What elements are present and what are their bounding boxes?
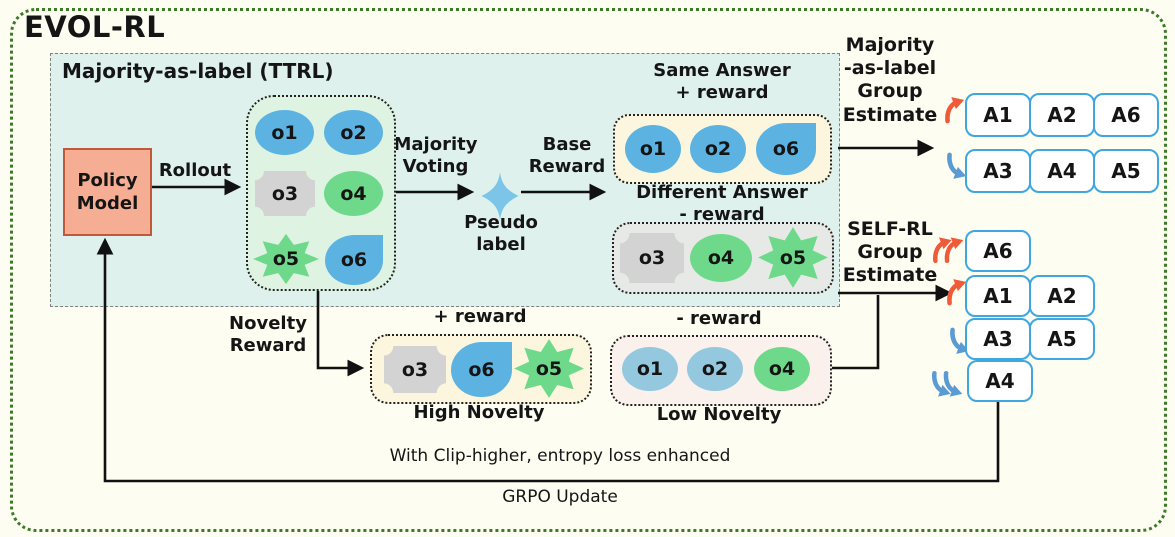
high-o5: o5 [513,338,585,399]
rollout-o5: o5 [252,233,320,285]
up-trend-icon [942,96,966,124]
high-o3-label: o3 [401,358,429,381]
double-up-trend-icon [930,236,966,264]
same-answer-group: o1 o2 o6 [613,114,832,184]
answer-box: A4 [967,360,1033,402]
same-o6-label: o6 [772,138,800,160]
same-o1: o1 [625,125,681,173]
low-o4: o4 [754,347,810,391]
high-novelty-caption: High Novelty [413,402,545,423]
ttrl-region-label: Majority-as-label (TTRL) [62,59,334,83]
answer-box: A3 [965,318,1031,360]
diff-o3: o3 [620,233,684,283]
starburst-icon [514,339,584,398]
ticket-icon [620,233,684,283]
outer-dotted-border [10,8,1167,532]
sparkle-icon [481,172,519,220]
answer-box: A6 [1093,93,1159,137]
majority-estimate-label: Majority -as-label Group Estimate [842,34,938,126]
different-answer-group: o3 o4 o5 [612,222,834,294]
rollout-o3: o3 [255,171,315,216]
rollout-o1: o1 [255,110,314,155]
diff-o5: o5 [757,226,829,289]
diff-o4-label: o4 [707,247,735,269]
starburst-icon [253,233,319,285]
rollout-o1-label: o1 [271,121,298,144]
same-o6: o6 [756,123,816,175]
different-answer-caption: Different Answer - reward [636,182,808,225]
answer-box: A4 [1029,149,1095,193]
ticket-icon [255,171,315,216]
pseudo-label-label: Pseudo label [464,212,538,255]
policy-model-box: Policy Model [63,148,152,236]
low-o4-label: o4 [768,358,796,380]
answer-box: A6 [965,230,1031,272]
sparkle-shape [481,172,519,220]
high-o3: o3 [384,346,446,393]
high-novelty-reward-caption: + reward [433,306,527,327]
diff-o4: o4 [690,234,752,282]
selfrl-estimate-label: SELF-RL Group Estimate [842,218,938,287]
rollout-o6: o6 [325,235,383,285]
high-o6: o6 [451,342,512,397]
answer-box: A3 [965,149,1031,193]
low-o1-label: o1 [636,358,664,380]
answer-box: A1 [965,275,1031,317]
grpo-update-label: GRPO Update [502,487,618,507]
high-o5-label: o5 [535,357,563,380]
base-reward-label: Base Reward [528,134,606,177]
same-answer-caption: Same Answer + reward [653,60,791,103]
rollout-o3-label: o3 [271,182,299,205]
low-o2-label: o2 [701,358,729,380]
majority-voting-label: Majority Voting [393,134,478,177]
diff-o3-label: o3 [638,247,666,269]
answer-box: A5 [1093,149,1159,193]
rollout-o6-label: o6 [340,249,368,271]
answer-box: A2 [1029,275,1095,317]
answer-box: A5 [1029,318,1095,360]
same-o2: o2 [690,125,746,173]
rollout-o4-label: o4 [340,182,367,205]
diagram-title: EVOL-RL [24,10,166,44]
starburst-icon [758,227,828,288]
rollout-o4: o4 [324,171,383,216]
clip-higher-label: With Clip-higher, entropy loss enhanced [389,446,731,466]
same-o2-label: o2 [704,138,732,160]
rollout-label: Rollout [158,160,232,181]
ticket-icon [384,346,446,393]
low-novelty-caption: Low Novelty [656,404,782,425]
double-down-trend-icon [929,370,965,398]
high-o6-label: o6 [468,358,495,381]
rollout-o2-label: o2 [340,121,367,144]
low-novelty-group: o1 o2 o4 [610,335,832,406]
same-o1-label: o1 [639,138,667,160]
low-novelty-reward-caption: - reward [676,308,762,329]
rollout-o5-label: o5 [272,248,300,270]
rollout-o2: o2 [324,110,383,155]
high-novelty-group: o3 o6 o5 [370,334,592,404]
low-o1: o1 [622,347,678,391]
novelty-reward-label: Novelty Reward [229,313,307,356]
rollout-samples-group: o1 o2 o3 o4 o5 o6 [246,95,396,291]
low-o2: o2 [687,347,743,391]
answer-box: A2 [1029,93,1095,137]
answer-box: A1 [965,93,1031,137]
diff-o5-label: o5 [779,246,807,269]
